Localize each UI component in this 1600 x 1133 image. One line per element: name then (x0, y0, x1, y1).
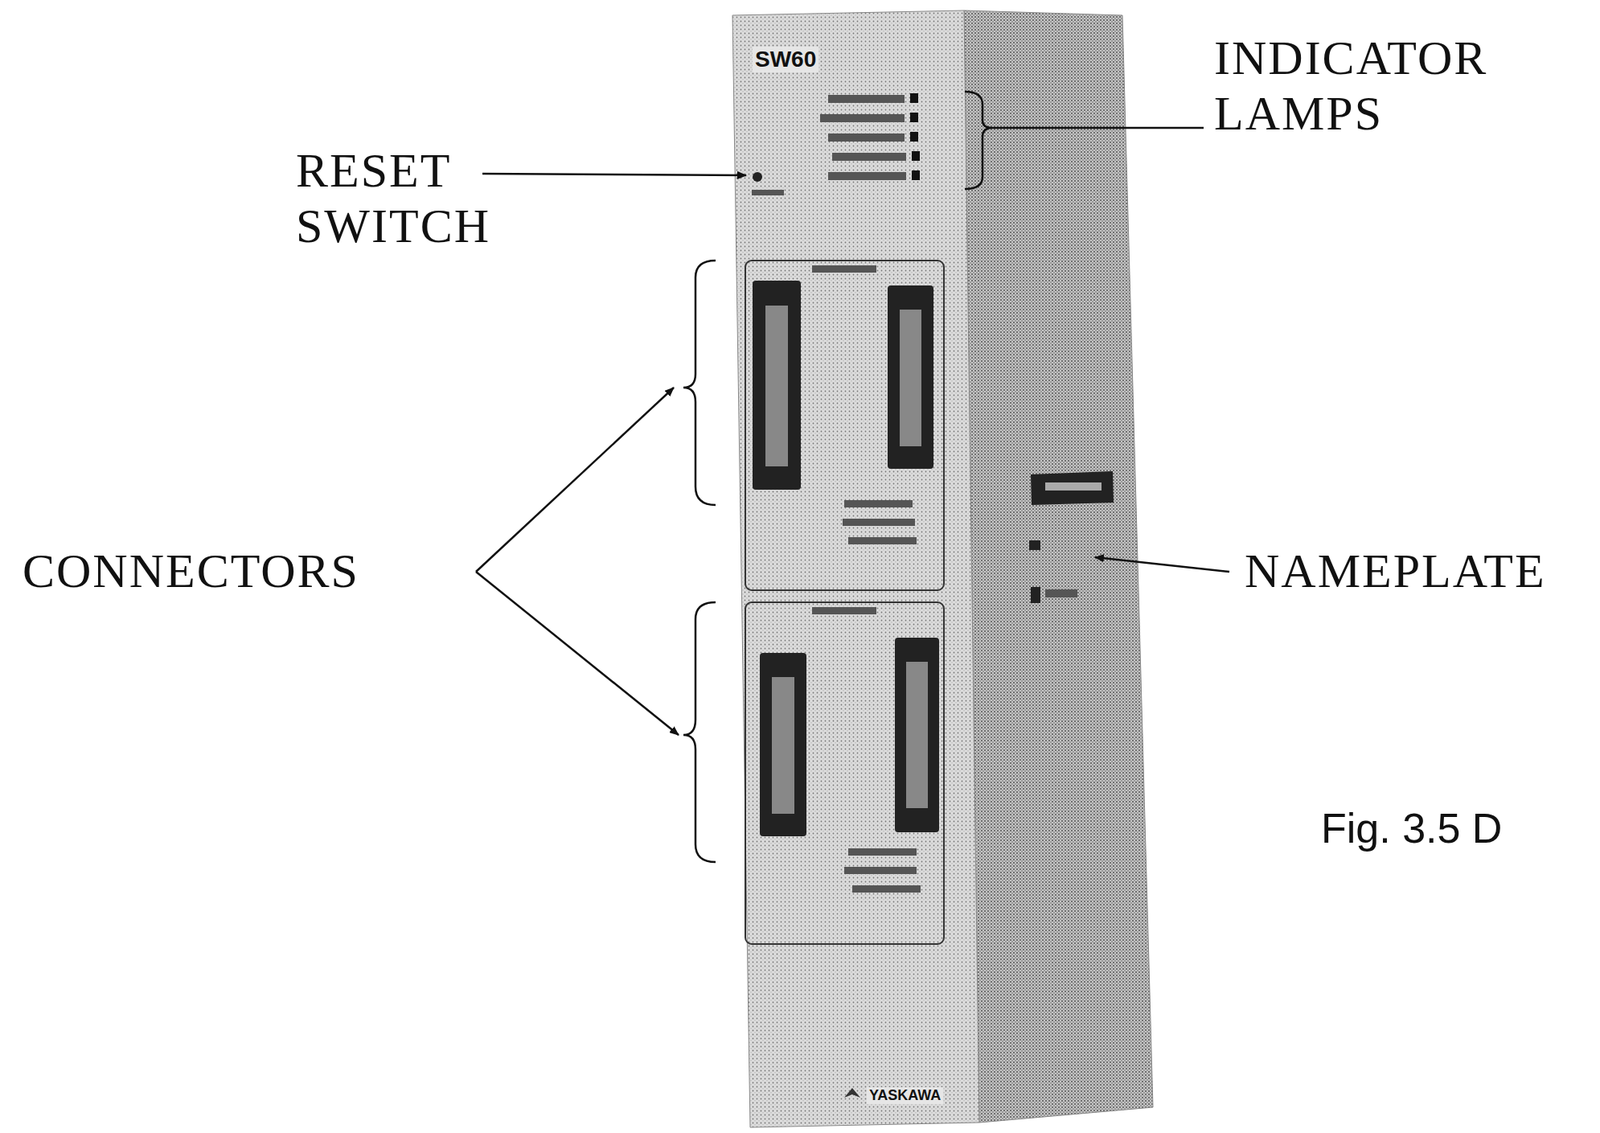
connector-sockets (752, 280, 940, 837)
indicator-lamps (820, 93, 920, 181)
callout-label: CONNECTORS (22, 543, 360, 599)
callout-label: INDICATOR LAMPS (1214, 30, 1552, 142)
callout-label: RESET SWITCH (295, 143, 562, 255)
housing (732, 10, 1153, 1128)
nameplate (1029, 471, 1114, 604)
connector-panels (745, 260, 944, 944)
callout-label: NAMEPLATE (1244, 543, 1547, 599)
brand-label: YASKAWA (866, 1087, 944, 1104)
leader-lines (475, 91, 1230, 862)
reset-switch (751, 172, 784, 196)
logo-mark (844, 1087, 861, 1098)
figure-caption: Fig. 3.5 D (1321, 804, 1502, 853)
model-label: SW60 (752, 46, 819, 73)
